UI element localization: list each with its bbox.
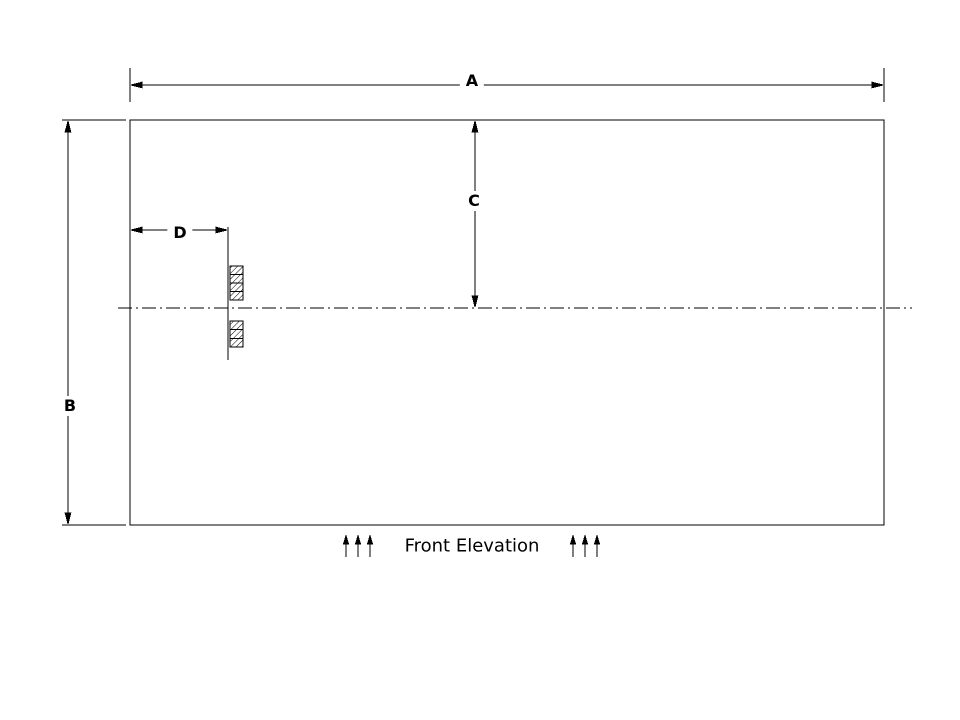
dimension-d <box>130 226 229 360</box>
drawing-caption: Front Elevation <box>404 535 540 557</box>
dimension-b-arrow-bottom <box>64 512 72 525</box>
dimension-b <box>62 119 126 526</box>
dimension-c-arrow-top <box>471 120 479 133</box>
caption-arrows-left <box>342 534 374 557</box>
dimension-b-arrow-top <box>64 120 72 133</box>
dimension-d-arrow-left <box>130 226 143 234</box>
dimension-c-arrow-bottom <box>471 295 479 308</box>
flange-feature <box>229 265 244 348</box>
flange-lower-section <box>229 320 244 348</box>
dimension-a-arrow-right <box>871 81 884 89</box>
elevation-outline <box>129 119 885 526</box>
caption-arrows-right <box>569 534 601 557</box>
dimension-c-label: C <box>462 191 486 211</box>
dimension-a <box>129 68 885 102</box>
dimension-a-label: A <box>459 71 485 91</box>
dimension-b-label: B <box>57 396 83 416</box>
dimension-d-label: D <box>167 223 193 243</box>
dimension-d-arrow-right <box>215 226 228 234</box>
dimension-a-arrow-left <box>130 81 143 89</box>
dimension-c <box>471 120 479 308</box>
